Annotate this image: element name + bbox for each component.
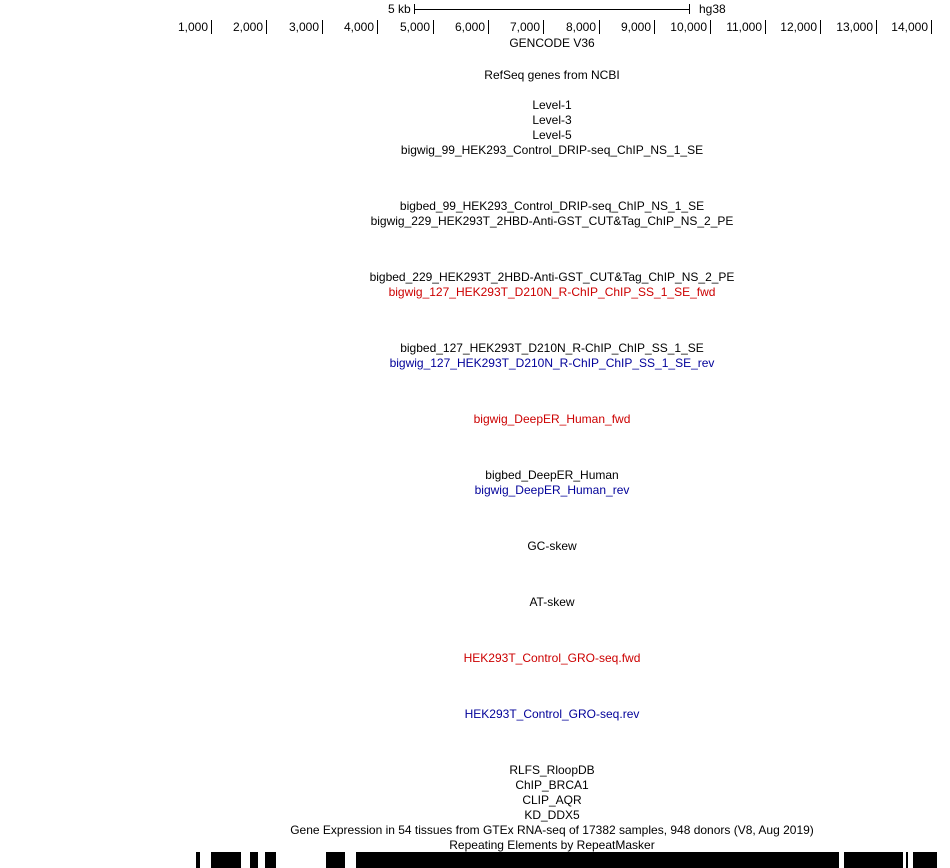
ruler-tick (599, 20, 600, 34)
track-label-deeper-fwd[interactable]: bigwig_DeepER_Human_fwd (473, 412, 631, 426)
ruler-tick (543, 20, 544, 34)
ruler-tick (820, 20, 821, 34)
repeat-element[interactable] (913, 852, 937, 868)
track-label-gencode[interactable]: GENCODE V36 (509, 36, 595, 50)
track-label-deeper-rev[interactable]: bigwig_DeepER_Human_rev (474, 483, 630, 497)
track-label-bigwig-99[interactable]: bigwig_99_HEK293_Control_DRIP-seq_ChIP_N… (400, 143, 704, 157)
track-label-gc-skew[interactable]: GC-skew (527, 539, 577, 553)
assembly-label: hg38 (699, 2, 726, 16)
track-label-deeper-bigbed[interactable]: bigbed_DeepER_Human (485, 468, 619, 482)
ruler-tick-label: 7,000 (509, 20, 540, 34)
ruler-tick-label: 8,000 (565, 20, 596, 34)
ruler-tick-label: 1,000 (177, 20, 208, 34)
repeat-element[interactable] (265, 852, 276, 868)
ruler-tick (931, 20, 932, 34)
ruler-tick (322, 20, 323, 34)
ruler-tick-label: 14,000 (891, 20, 928, 34)
ruler-tick-label: 10,000 (670, 20, 707, 34)
ruler-tick (488, 20, 489, 34)
ruler-tick (377, 20, 378, 34)
repeat-element[interactable] (844, 852, 903, 868)
track-label-at-skew[interactable]: AT-skew (529, 595, 575, 609)
scale-label: 5 kb (388, 2, 411, 16)
repeat-element[interactable] (906, 852, 908, 868)
track-label-refseq[interactable]: RefSeq genes from NCBI (484, 68, 620, 82)
track-label-bigbed-229[interactable]: bigbed_229_HEK293T_2HBD-Anti-GST_CUT&Tag… (369, 270, 735, 284)
ruler-tick (266, 20, 267, 34)
repeat-element[interactable] (196, 852, 200, 868)
ruler-tick-label: 2,000 (232, 20, 263, 34)
repeat-element[interactable] (211, 852, 241, 868)
track-label-level-3[interactable]: Level-3 (532, 113, 572, 127)
track-label-gtex[interactable]: Gene Expression in 54 tissues from GTEx … (290, 823, 814, 837)
ruler-tick (710, 20, 711, 34)
ruler-tick-label: 3,000 (288, 20, 319, 34)
ruler-tick-label: 9,000 (620, 20, 651, 34)
track-label-bigwig-229[interactable]: bigwig_229_HEK293T_2HBD-Anti-GST_CUT&Tag… (370, 214, 734, 228)
track-label-repeatmasker[interactable]: Repeating Elements by RepeatMasker (449, 838, 655, 852)
track-label-rlfs[interactable]: RLFS_RloopDB (509, 763, 595, 777)
track-label-bigbed-99[interactable]: bigbed_99_HEK293_Control_DRIP-seq_ChIP_N… (399, 199, 705, 213)
track-label-bigwig-127-rev[interactable]: bigwig_127_HEK293T_D210N_R-ChIP_ChIP_SS_… (389, 356, 715, 370)
repeat-element[interactable] (356, 852, 839, 868)
ruler-tick (876, 20, 877, 34)
track-label-clip-aqr[interactable]: CLIP_AQR (522, 793, 582, 807)
track-label-level-1[interactable]: Level-1 (532, 98, 572, 112)
track-label-bigbed-127[interactable]: bigbed_127_HEK293T_D210N_R-ChIP_ChIP_SS_… (400, 341, 704, 355)
ruler-tick (433, 20, 434, 34)
repeat-element[interactable] (326, 852, 345, 868)
ruler-tick-label: 6,000 (454, 20, 485, 34)
ruler-tick (211, 20, 212, 34)
track-label-kd-ddx5[interactable]: KD_DDX5 (524, 808, 580, 822)
ruler-tick-label: 12,000 (780, 20, 817, 34)
ruler-tick-label: 11,000 (726, 20, 762, 34)
track-label-level-5[interactable]: Level-5 (532, 128, 572, 142)
ruler-tick-label: 13,000 (836, 20, 873, 34)
repeat-element[interactable] (250, 852, 258, 868)
ruler-tick (654, 20, 655, 34)
ruler-tick-label: 4,000 (343, 20, 374, 34)
ruler-tick-label: 5,000 (399, 20, 430, 34)
track-label-gro-seq-fwd[interactable]: HEK293T_Control_GRO-seq.fwd (463, 651, 641, 665)
ruler-tick (765, 20, 766, 34)
track-label-chip-brca1[interactable]: ChIP_BRCA1 (515, 778, 589, 792)
track-label-bigwig-127-fwd[interactable]: bigwig_127_HEK293T_D210N_R-ChIP_ChIP_SS_… (388, 285, 716, 299)
track-label-gro-seq-rev[interactable]: HEK293T_Control_GRO-seq.rev (464, 707, 640, 721)
scale-bar (414, 4, 690, 14)
